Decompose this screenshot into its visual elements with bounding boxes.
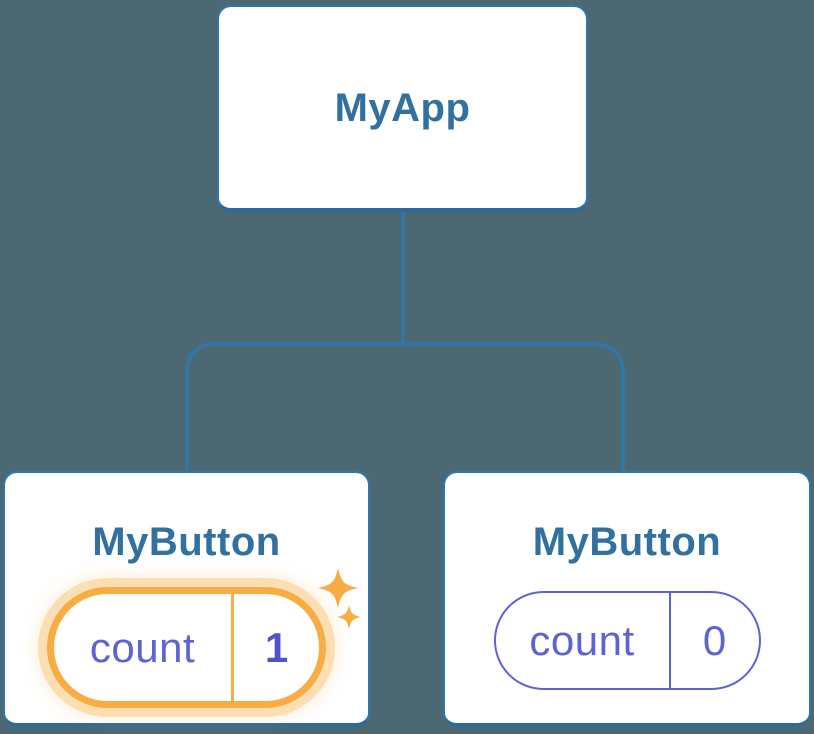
child-component-card-default: MyButton count 0	[443, 471, 811, 727]
state-key-label: count	[89, 623, 196, 671]
state-pill: count 0	[493, 591, 761, 690]
child-component-card-highlighted: MyButton count 1	[3, 471, 370, 727]
state-key-label: count	[529, 616, 635, 664]
state-divider	[231, 594, 234, 701]
root-component-label: MyApp	[334, 85, 471, 130]
root-component-card: MyApp	[217, 5, 588, 212]
state-value: 0	[702, 616, 727, 664]
state-pill-highlighted: count 1	[47, 568, 361, 708]
connector-branch	[185, 342, 625, 472]
state-value: 1	[264, 623, 289, 671]
state-divider	[668, 593, 671, 688]
child-component-label: MyButton	[532, 520, 722, 564]
child-component-label: MyButton	[92, 520, 281, 564]
